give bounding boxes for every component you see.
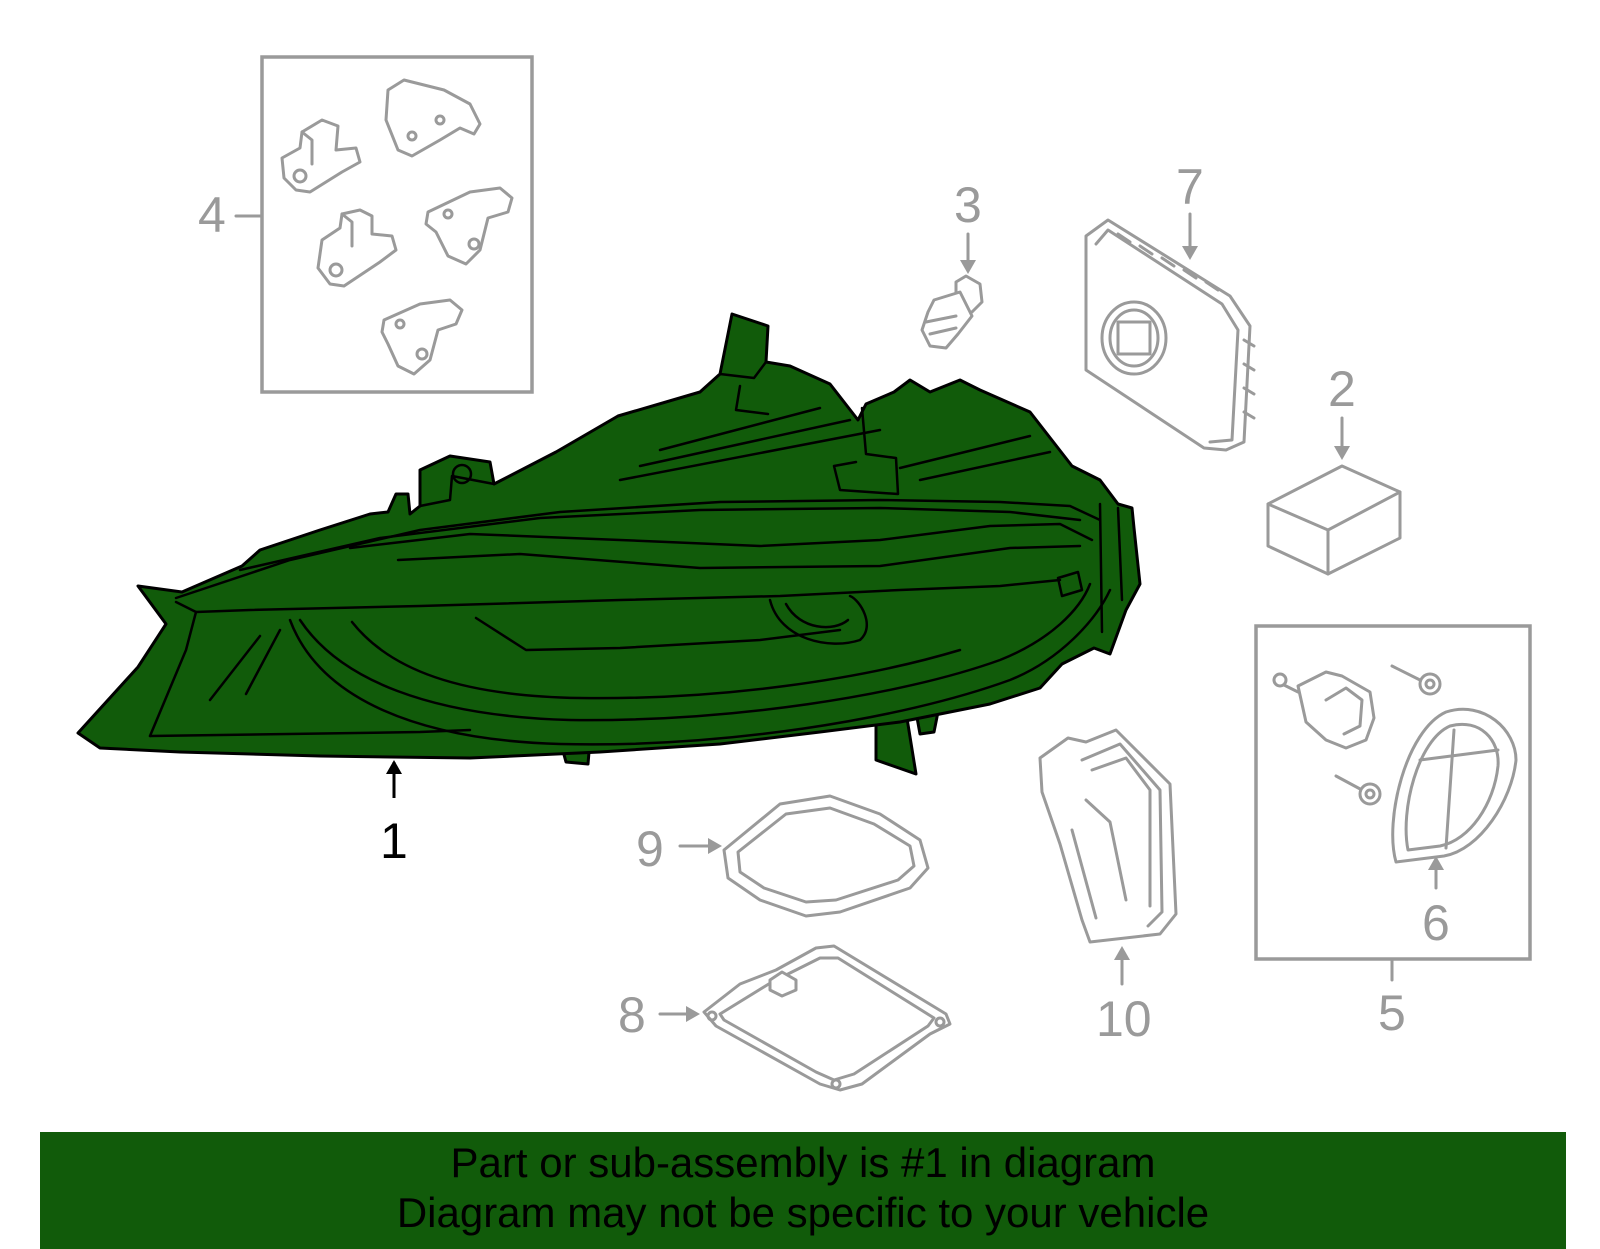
banner-line-1: Part or sub-assembly is #1 in diagram	[450, 1139, 1156, 1186]
part-9-gasket	[722, 794, 930, 918]
callout-1: 1	[380, 813, 408, 869]
callout-5: 5	[1378, 985, 1406, 1041]
callout-7: 7	[1176, 159, 1204, 215]
leader-arrows	[386, 212, 1444, 1022]
part-10-cover	[1038, 728, 1178, 944]
part-5-cap-kit	[1254, 624, 1532, 982]
callout-6: 6	[1422, 895, 1450, 951]
callout-3: 3	[954, 177, 982, 233]
callout-10: 10	[1096, 991, 1152, 1047]
callout-4: 4	[198, 187, 226, 243]
banner-line-2: Diagram may not be specific to your vehi…	[396, 1189, 1210, 1236]
callout-9: 9	[636, 821, 664, 877]
callout-2: 2	[1328, 361, 1356, 417]
part-2-block	[1266, 464, 1402, 576]
part-8-module	[702, 944, 952, 1092]
callout-8: 8	[618, 987, 646, 1043]
part-1-headlamp-assembly	[76, 312, 1142, 776]
info-banner: Part or sub-assembly is #1 in diagram Di…	[40, 1132, 1566, 1249]
part-4-bracket-kit	[234, 55, 534, 394]
part-7-control-module	[1084, 218, 1256, 452]
part-3-bulb	[920, 274, 984, 350]
